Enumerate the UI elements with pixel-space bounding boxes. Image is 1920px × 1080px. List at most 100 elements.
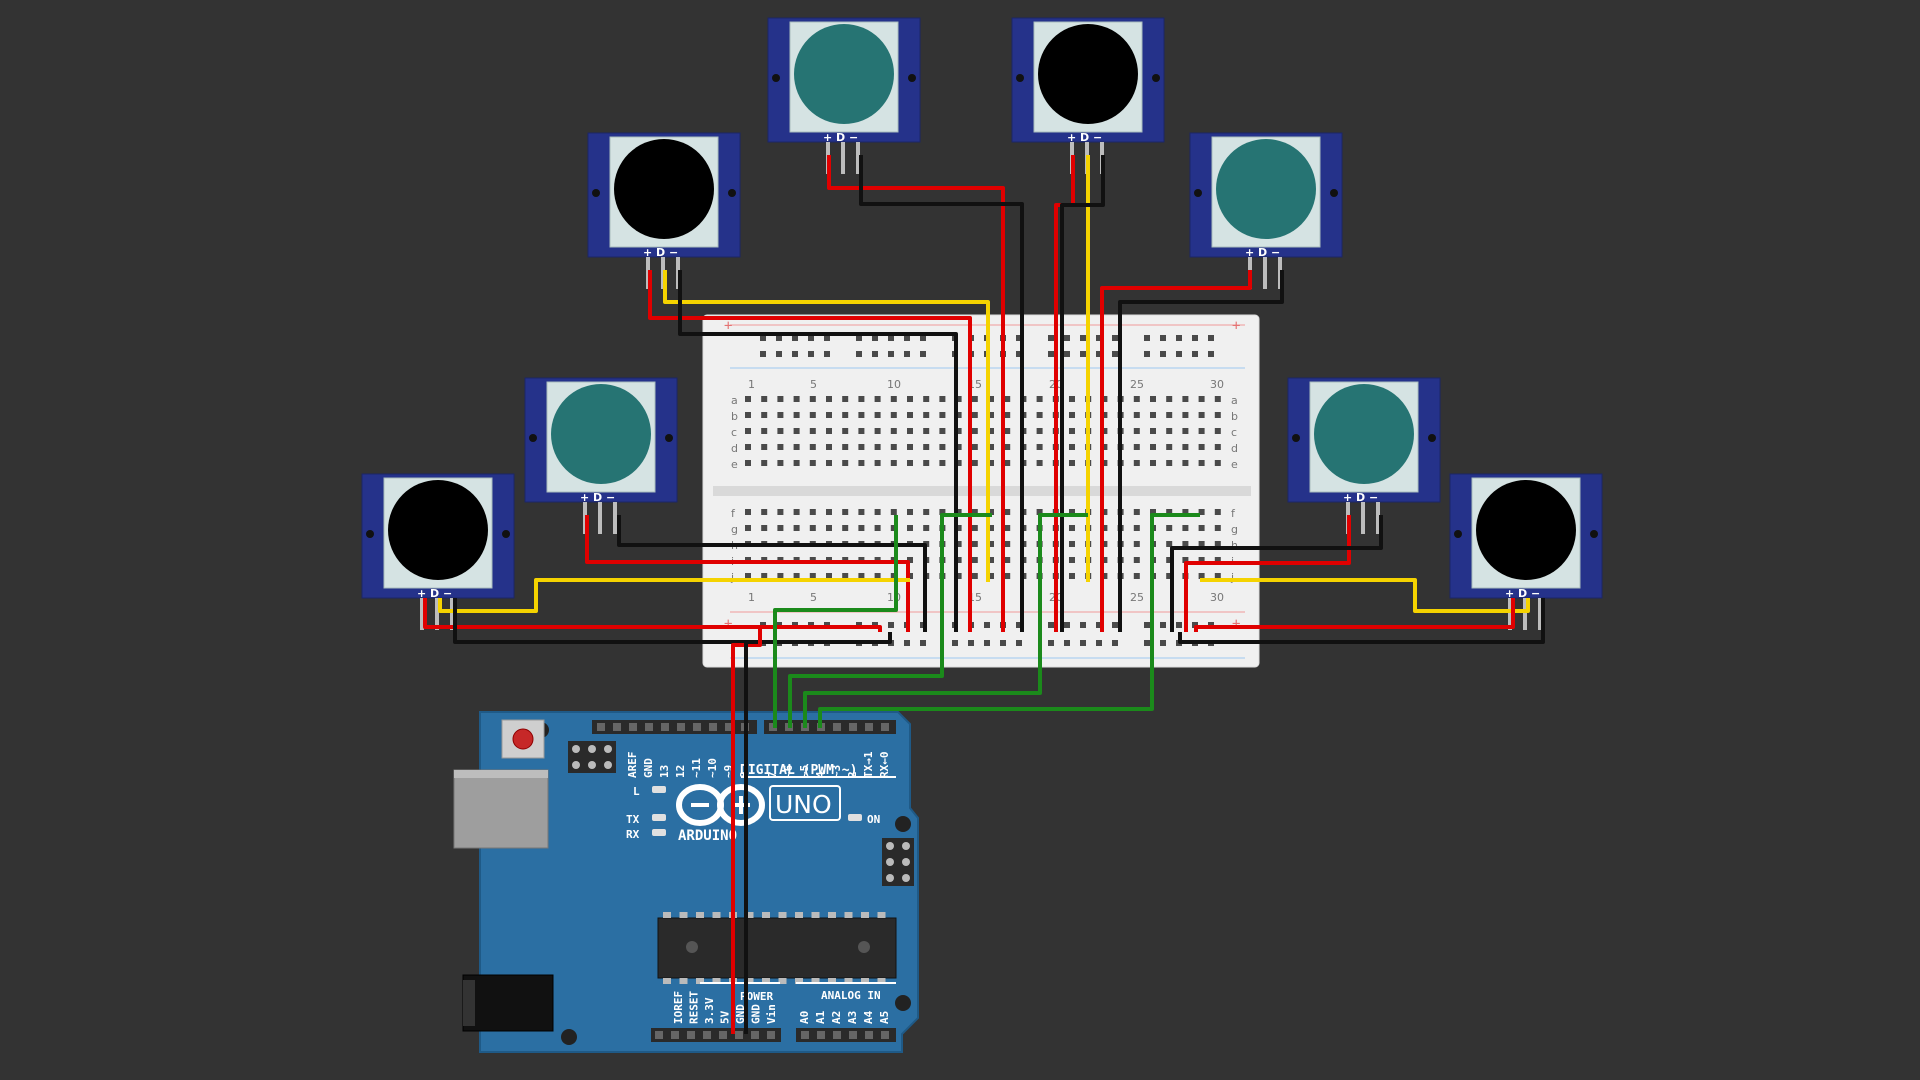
wire-vcc[interactable]: [585, 515, 910, 632]
sensor-pin: [856, 142, 860, 174]
wire-vcc[interactable]: [423, 598, 882, 632]
sensor-lower-right[interactable]: + D −: [1449, 473, 1603, 630]
wire-gnd[interactable]: [1178, 598, 1545, 644]
svg-text:RX: RX: [626, 828, 640, 841]
wire-signal[interactable]: [438, 578, 910, 613]
sensor-pin-label: + D −: [1245, 246, 1280, 259]
wire-vcc[interactable]: [1184, 515, 1351, 632]
svg-text:L: L: [633, 785, 640, 798]
svg-text:30: 30: [1210, 378, 1224, 391]
sensor-pin: [1508, 598, 1512, 630]
icsp-header-top: [568, 741, 616, 773]
svg-text:c: c: [731, 426, 737, 439]
digital-header-label: DIGITAL (PWM ~): [740, 763, 857, 778]
wire-gnd[interactable]: [678, 270, 958, 632]
wire-signal-green[interactable]: [803, 513, 1088, 728]
wire-vcc[interactable]: [1194, 598, 1515, 632]
digital-pin-label: ~10: [706, 758, 719, 778]
column-numbers-top: 1 5 10 15 20 25 30: [748, 378, 1224, 391]
digital-pin-label: TX→1: [862, 751, 875, 778]
wire-signal-green[interactable]: [773, 515, 898, 728]
power-header-label: POWER: [740, 990, 773, 1003]
svg-text:e: e: [1231, 458, 1238, 471]
wire-gnd[interactable]: [1170, 515, 1383, 632]
sensor-pin: [435, 598, 439, 630]
digital-pin-label: AREF: [626, 752, 639, 779]
svg-text:h: h: [1231, 539, 1238, 552]
uno-badge: [769, 785, 841, 821]
breadboard[interactable]: + + + + 1 5 10 15 20 25 30 1 5 10 15 20 …: [702, 314, 1260, 668]
sensor-lower-left[interactable]: + D −: [361, 473, 515, 630]
svg-text:g: g: [731, 523, 738, 536]
sensor-pin-label: + D −: [1067, 131, 1102, 144]
svg-text:1: 1: [748, 591, 755, 604]
digital-pin-label: ~5: [798, 765, 811, 778]
wire-gnd[interactable]: [1118, 270, 1284, 632]
sensor-upper-right[interactable]: + D −: [1189, 132, 1343, 289]
wires: [423, 155, 1545, 1034]
svg-text:j: j: [730, 571, 734, 584]
power-pin-label: GND: [734, 1004, 747, 1024]
wire-gnd[interactable]: [453, 598, 892, 644]
svg-text:5: 5: [810, 378, 817, 391]
power-pin-label: RESET: [688, 991, 701, 1024]
wire-gnd[interactable]: [1060, 155, 1105, 632]
wire-signal-green[interactable]: [788, 513, 992, 728]
svg-text:b: b: [731, 410, 738, 423]
icsp-header-right: [882, 838, 914, 886]
sensor-pin: [1361, 502, 1365, 534]
sensor-pin-label: + D −: [1505, 587, 1540, 600]
rail-plus-top-left: +: [724, 318, 732, 334]
wire-gnd[interactable]: [859, 155, 1024, 632]
wire-signal[interactable]: [663, 270, 990, 582]
arduino-logo-icon: [676, 784, 765, 826]
sensor-pin: [1538, 598, 1542, 630]
svg-text:j: j: [1230, 571, 1234, 584]
sensor-middle-right[interactable]: + D −: [1287, 377, 1441, 534]
svg-text:f: f: [1231, 507, 1236, 520]
svg-text:a: a: [731, 394, 738, 407]
sensor-top-left-inner[interactable]: + D −: [767, 17, 921, 174]
led-ON: ON: [848, 813, 880, 826]
analog-pin-label: A5: [878, 1011, 891, 1024]
sensor-top-right-inner[interactable]: + D −: [1011, 17, 1165, 174]
sensor-pin-label: + D −: [823, 131, 858, 144]
digital-pin-label: ~3: [830, 765, 843, 778]
digital-pin-label: 7: [766, 771, 779, 778]
wire-gnd[interactable]: [617, 515, 927, 632]
power-pin-label: 5V: [719, 1010, 732, 1024]
digital-pin-label: 2: [846, 771, 859, 778]
wire-vcc[interactable]: [648, 270, 972, 632]
digital-pin-label: ~11: [690, 758, 703, 778]
wire-gnd-arduino[interactable]: [744, 640, 758, 1034]
wire-vcc[interactable]: [1100, 270, 1252, 632]
sensor-lens: [388, 480, 488, 580]
mounting-hole: [895, 995, 911, 1011]
sensor-middle-left[interactable]: + D −: [524, 377, 678, 534]
svg-text:10: 10: [887, 378, 901, 391]
reset-button-cap[interactable]: [512, 728, 534, 750]
power-pin-label: GND: [750, 1004, 763, 1024]
sensor-pin: [613, 502, 617, 534]
analog-pin-label: A4: [862, 1010, 875, 1024]
svg-text:TX: TX: [626, 813, 640, 826]
sensor-lens: [794, 24, 894, 124]
wire-vcc[interactable]: [827, 155, 1005, 632]
svg-text:b: b: [1231, 410, 1238, 423]
digital-pin-label: 13: [658, 765, 671, 778]
analog-pin-label: A0: [798, 1011, 811, 1024]
sensor-pin-label: + D −: [580, 491, 615, 504]
sensor-lens: [1216, 139, 1316, 239]
wire-signal-green[interactable]: [818, 513, 1200, 728]
power-header: [651, 1028, 781, 1042]
wire-signal[interactable]: [1200, 578, 1530, 613]
rail-plus-bottom-left: +: [724, 616, 732, 632]
svg-text:c: c: [1231, 426, 1237, 439]
sensor-upper-left[interactable]: + D −: [587, 132, 741, 289]
atmega-chip: [657, 912, 897, 984]
sensor-pin-label: + D −: [643, 246, 678, 259]
rail-plus-top-right: +: [1232, 318, 1240, 334]
